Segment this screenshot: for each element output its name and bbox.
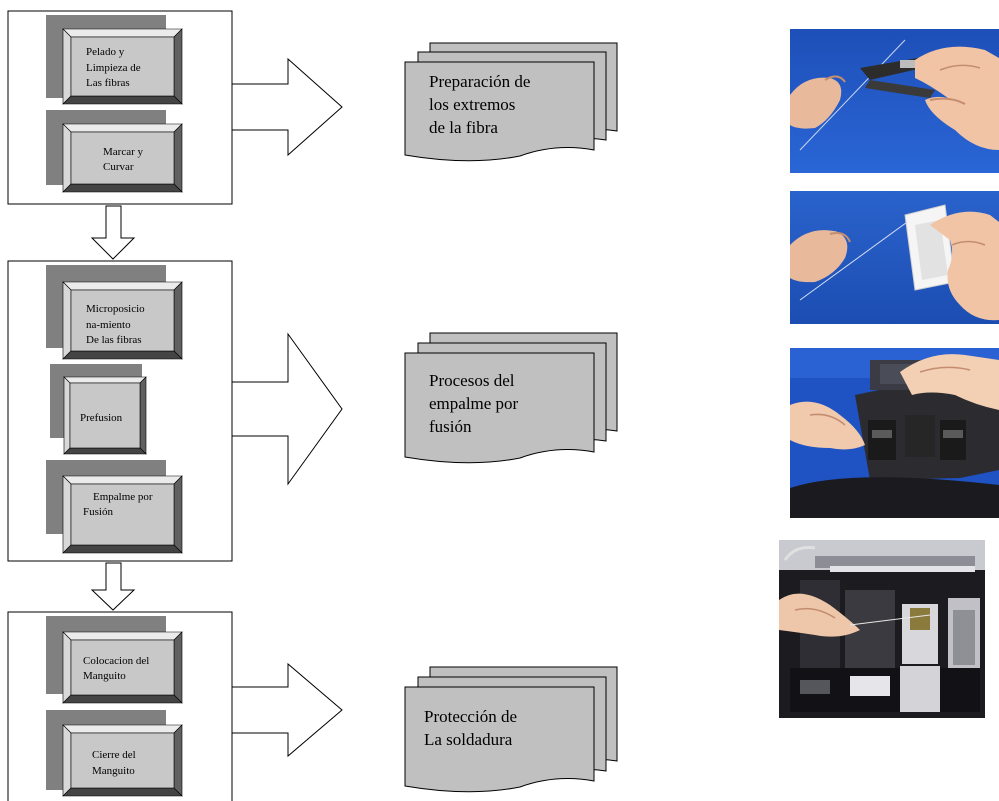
document-label: Preparación de los extremos de la fibra: [429, 72, 535, 137]
step-box: Cierre del Manguito: [46, 710, 183, 797]
step-box: Pelado y Limpieza de Las fibras: [46, 15, 183, 105]
step-label: Pelado y Limpieza de Las fibras: [86, 46, 143, 89]
step-box: Prefusion: [50, 364, 147, 455]
stage-document: Protección de La soldadura: [404, 666, 618, 793]
step-label: Cierre del Manguito: [92, 749, 138, 777]
step-label: Prefusion: [80, 412, 123, 424]
step-label: Marcar y Curvar: [103, 146, 146, 173]
step-box: Marcar y Curvar: [46, 110, 183, 193]
next-stage-arrow: [90, 562, 136, 611]
step-box: Microposicio na-miento De las fibras: [46, 265, 183, 360]
stage-preparation: Pelado y Limpieza de Las fibras Marcar y…: [7, 10, 618, 205]
step-box: Empalme por Fusión: [46, 460, 183, 554]
stage-output-arrow: [231, 332, 343, 486]
stage-output-arrow: [231, 57, 343, 157]
document-label: Procesos del empalme por fusión: [429, 371, 522, 436]
stage-protection: Colocacion del Manguito Cierre del Mangu…: [7, 611, 618, 801]
step-box: Colocacion del Manguito: [46, 616, 183, 704]
stage-output-arrow: [231, 662, 343, 758]
stage-document: Procesos del empalme por fusión: [404, 332, 618, 464]
next-stage-arrow: [90, 205, 136, 260]
step-label: Colocacion del Manguito: [83, 655, 152, 682]
document-label: Protección de La soldadura: [424, 707, 521, 749]
step-label: Empalme por Fusión: [83, 491, 155, 518]
splicer-closeup-photo: [779, 540, 985, 718]
cleaning-fiber-photo: [790, 191, 999, 324]
fusion-splicer-photo: [790, 348, 999, 518]
stage-document: Preparación de los extremos de la fibra: [404, 42, 618, 162]
stage-fusion: Microposicio na-miento De las fibras Pre…: [7, 260, 618, 562]
stripping-fiber-photo: [790, 29, 999, 173]
step-label: Microposicio na-miento De las fibras: [86, 303, 147, 346]
